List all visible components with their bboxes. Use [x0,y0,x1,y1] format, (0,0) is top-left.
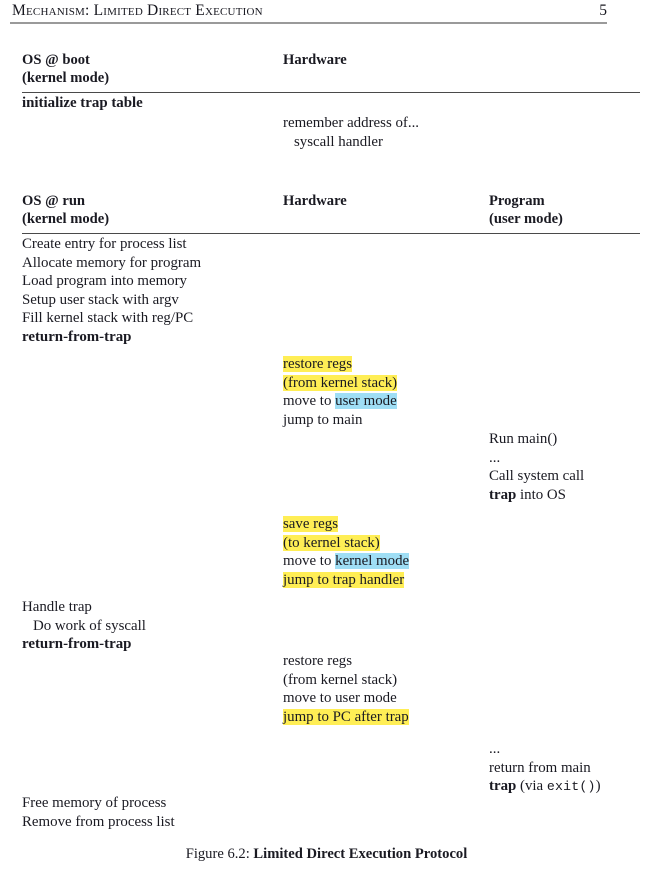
step-text-bold: trap [489,778,517,795]
run-program-step: Call system call [489,468,585,485]
run-hardware-step: jump to PC after trap [283,708,409,727]
figure-caption-title: Limited Direct Execution Protocol [253,846,468,862]
highlight-yellow: (from kernel stack) [283,374,398,391]
step-text-prefix: move to [283,393,336,410]
step-text-bold: trap [489,486,517,503]
run-column-heading-hardware: Hardware [283,193,347,211]
run-os-step: Fill kernel stack with reg/PC [22,310,194,327]
run-hardware-block-3: restore regs (from kernel stack) move to… [283,652,409,726]
header-rule [10,22,607,24]
page-number: 5 [599,2,607,19]
run-os-step: Remove from process list [22,813,175,830]
step-text-prefix: move to [283,553,336,570]
run-column-heading-program: Program (user mode) [489,193,563,228]
run-hardware-block-2: save regs (to kernel stack) move to kern… [283,515,410,590]
run-hardware-step: (to kernel stack) [283,534,409,553]
run-os-step: return-from-trap [22,636,132,653]
run-os-step: Load program into memory [22,273,187,290]
run-hardware-step: move to user mode [283,690,397,707]
run-hardware-step: restore regs [283,355,397,374]
boot-os-rows: initialize trap table [22,94,143,113]
run-hardware-step: move to user mode [283,392,397,411]
run-os-heading-line1: OS @ run [22,193,86,209]
figure-caption: Figure 6.2: Limited Direct Execution Pro… [0,846,653,863]
boot-hardware-row: syscall handler [294,133,383,150]
run-hardware-step: (from kernel stack) [283,671,398,688]
boot-column-heading-hardware: Hardware [283,52,347,70]
run-program-step: trap (via exit()) [489,777,601,797]
highlight-yellow: (to kernel stack) [283,534,380,551]
run-os-step: Do work of syscall [33,617,146,634]
boot-table-header-rule [22,92,640,93]
run-hardware-step: (from kernel stack) [283,374,398,393]
step-text-code: exit() [546,779,596,795]
run-program-step: trap into OS [489,486,584,505]
run-column-heading-os: OS @ run (kernel mode) [22,193,109,228]
run-os-heading-line2: (kernel mode) [22,210,110,227]
boot-os-heading-line1: OS @ boot [22,52,90,68]
run-os-block-1: Create entry for process list Allocate m… [22,235,201,347]
run-os-step: Allocate memory for program [22,254,202,271]
highlight-cyan: user mode [335,393,397,410]
boot-os-heading-line2: (kernel mode) [22,69,110,86]
step-text-rest: into OS [516,486,566,503]
run-hardware-step: jump to trap handler [283,571,409,590]
highlight-yellow: jump to trap handler [283,571,405,588]
run-program-block-1: Run main() ... Call system call trap int… [489,430,584,504]
highlight-yellow: save regs [283,516,338,532]
run-os-block-3: Free memory of process Remove from proce… [22,794,175,831]
run-program-step: Run main() [489,431,558,447]
step-text-mid: (via [516,778,547,795]
run-hardware-heading-line1: Hardware [283,193,347,209]
run-table-header-rule [22,233,640,234]
run-program-step: ... [489,449,501,466]
run-hardware-block-1: restore regs (from kernel stack) move to… [283,355,398,429]
run-os-step: Handle trap [22,599,92,615]
run-os-block-2: Handle trap Do work of syscall return-fr… [22,598,146,654]
page-header: Mechanism: Limited Direct Execution 5 [10,2,607,24]
highlight-yellow: restore regs [283,356,353,372]
boot-hardware-rows: remember address of... syscall handler [283,114,419,151]
run-program-step: ... [489,741,501,757]
boot-column-heading-os: OS @ boot (kernel mode) [22,52,109,87]
run-os-step: Setup user stack with argv [22,291,179,308]
run-program-heading-line2: (user mode) [489,210,563,227]
page-title: Mechanism: Limited Direct Execution [12,2,263,19]
run-program-heading-line1: Program [489,193,545,209]
highlight-yellow: jump to PC after trap [283,708,409,725]
run-hardware-step: save regs [283,515,409,534]
run-hardware-step: restore regs [283,653,353,669]
run-hardware-step: move to kernel mode [283,552,410,571]
boot-hardware-heading-line1: Hardware [283,52,347,68]
run-program-block-2: ... return from main trap (via exit()) [489,740,601,797]
run-os-step: Create entry for process list [22,236,187,252]
boot-hardware-row: remember address of... [283,115,420,131]
run-hardware-step: jump to main [283,411,363,428]
highlight-cyan: kernel mode [335,553,410,570]
step-text-end: ) [595,778,601,795]
boot-os-row: initialize trap table [22,95,143,111]
run-os-step: Free memory of process [22,795,167,811]
figure-caption-label: Figure 6.2: [185,846,254,862]
run-program-step: return from main [489,759,591,776]
run-os-step: return-from-trap [22,328,132,345]
